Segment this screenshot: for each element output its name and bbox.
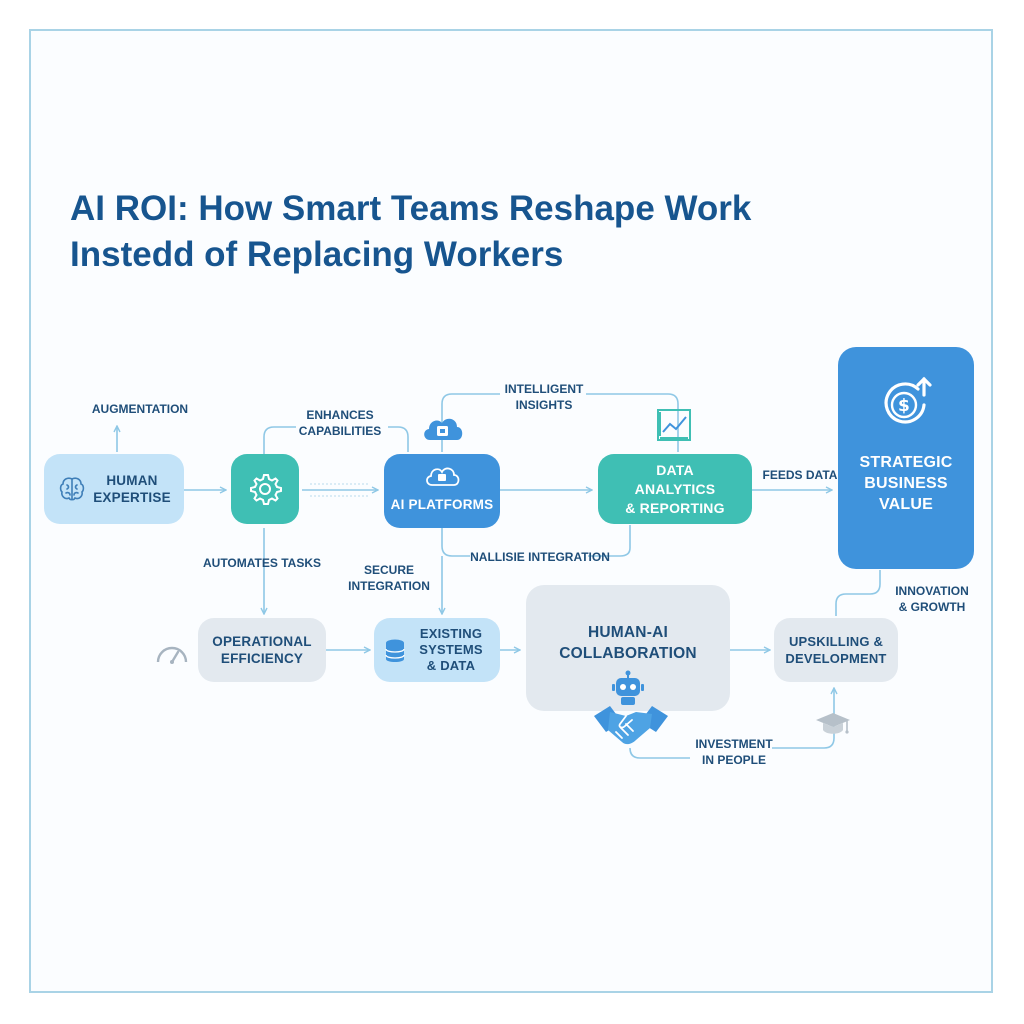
dollar-growth-icon: $ (884, 376, 932, 424)
data-analytics-label: DATA ANALYTICS & REPORTING (625, 461, 725, 516)
strategic-value-node: $ STRATEGIC BUSINESS VALUE (838, 347, 974, 569)
svg-text:$: $ (898, 396, 910, 416)
cloud-chip-icon (424, 418, 463, 440)
operational-efficiency-label: OPERATIONAL EFFICIENCY (212, 634, 312, 666)
title-line-1: AI ROI: How Smart Teams Reshape Work (70, 189, 752, 228)
investment-in-people-label: INVESTMENT IN PEOPLE (695, 737, 773, 767)
augmentation-label: AUGMENTATION (91, 402, 189, 416)
existing-systems-label: EXISTING SYSTEMS & DATA (419, 626, 483, 673)
strategic-value-label: STRATEGIC BUSINESS VALUE (859, 453, 953, 513)
cloud-icon (426, 467, 460, 486)
enhances-capabilities-label: ENHANCES CAPABILITIES (298, 408, 382, 438)
innovation-growth-label: INNOVATION & GROWTH (895, 584, 969, 614)
title-line-2: Instedd of Replacing Workers (70, 235, 564, 274)
gear-icon (250, 474, 282, 505)
secure-integration-label: SECURE INTEGRATION (348, 563, 430, 593)
human-expertise-label: HUMAN EXPERTISE (93, 473, 171, 505)
page-title: AI ROI: How Smart Teams Reshape Work Ins… (70, 186, 930, 278)
brain-icon (59, 477, 85, 501)
ai-platforms-node: AI PLATFORMS (384, 454, 500, 528)
graduation-cap-icon (816, 713, 850, 734)
operational-efficiency-node: OPERATIONAL EFFICIENCY (198, 618, 326, 682)
feeds-data-label: FEEDS DATA (762, 468, 838, 482)
integration-label: NALLISIE INTEGRATION (470, 550, 610, 564)
upskilling-development-node: UPSKILLING & DEVELOPMENT (774, 618, 898, 682)
robot-icon (612, 670, 644, 705)
line-chart-icon (657, 409, 691, 441)
intelligent-insights-label: INTELLIGENT INSIGHTS (504, 382, 584, 412)
speedometer-icon (156, 646, 188, 664)
upskilling-development-label: UPSKILLING & DEVELOPMENT (785, 634, 887, 666)
handshake-icon (594, 706, 668, 745)
database-icon (385, 639, 405, 662)
human-ai-collaboration-label: HUMAN-AI COLLABORATION (559, 624, 697, 662)
human-expertise-node: HUMAN EXPERTISE (44, 454, 184, 524)
data-analytics-node: DATA ANALYTICS & REPORTING (598, 454, 752, 524)
automates-tasks-label: AUTOMATES TASKS (202, 556, 321, 570)
existing-systems-node: EXISTING SYSTEMS & DATA (374, 618, 500, 682)
automation-gear-node (231, 454, 299, 524)
diagram-frame (29, 29, 993, 993)
ai-platforms-label: AI PLATFORMS (390, 496, 494, 512)
human-ai-collaboration-node: HUMAN-AI COLLABORATION (526, 585, 730, 711)
